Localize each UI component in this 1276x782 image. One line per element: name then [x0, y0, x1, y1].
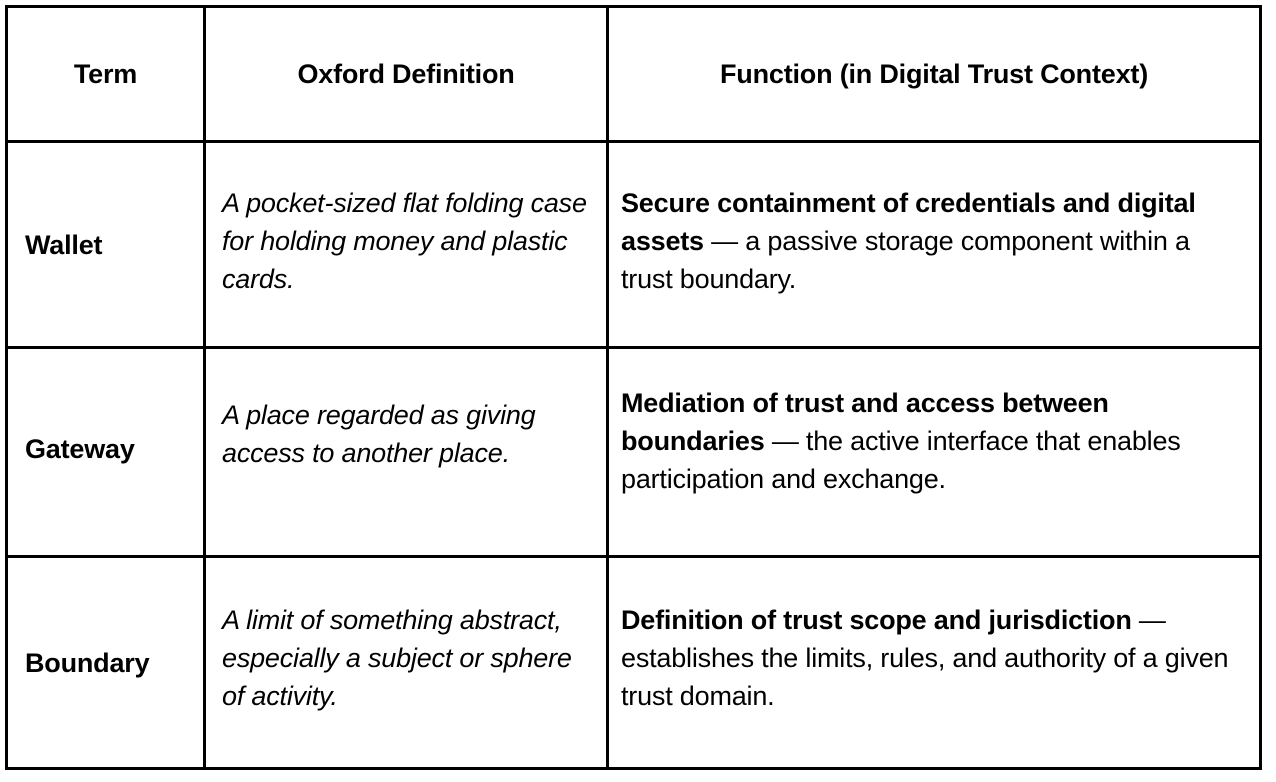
function-lead-wallet: Secure containment of credentials and di…	[621, 187, 1196, 256]
table-row-wallet: Wallet A pocket-sized flat folding case …	[5, 140, 1262, 349]
cell-term-wallet: Wallet	[5, 140, 206, 349]
term-label-gateway: Gateway	[25, 434, 135, 464]
cell-term-boundary: Boundary	[5, 555, 206, 770]
function-gateway: Mediation of trust and access between bo…	[621, 384, 1243, 498]
cell-term-gateway: Gateway	[5, 346, 206, 558]
cell-oxford-definition-gateway: A place regarded as giving access to ano…	[203, 346, 609, 558]
oxford-definition-boundary: A limit of something abstract, especiall…	[222, 604, 572, 711]
cell-function-gateway: Mediation of trust and access between bo…	[606, 346, 1262, 558]
function-wallet: Secure containment of credentials and di…	[621, 184, 1243, 298]
table-body: Wallet A pocket-sized flat folding case …	[5, 140, 1262, 770]
digital-trust-glossary-table: Term Oxford Definition Function (in Digi…	[5, 5, 1262, 770]
term-label-boundary: Boundary	[25, 647, 150, 678]
oxford-definition-gateway: A place regarded as giving access to ano…	[222, 400, 536, 468]
function-rest-boundary: — establishes the limits, rules, and aut…	[621, 604, 1229, 711]
function-boundary: Definition of trust scope and jurisdicti…	[621, 601, 1243, 715]
function-lead-boundary: Definition of trust scope and jurisdicti…	[621, 604, 1132, 635]
column-header-function: Function (in Digital Trust Context)	[606, 5, 1262, 143]
cell-function-wallet: Secure containment of credentials and di…	[606, 140, 1262, 349]
oxford-definition-wallet: A pocket-sized flat folding case for hol…	[222, 187, 587, 294]
table-row-gateway: Gateway A place regarded as giving acces…	[5, 346, 1262, 558]
function-rest-gateway: — the active interface that enables part…	[621, 426, 1181, 494]
cell-oxford-definition-wallet: A pocket-sized flat folding case for hol…	[203, 140, 609, 349]
cell-oxford-definition-boundary: A limit of something abstract, especiall…	[203, 555, 609, 770]
table-header-row: Term Oxford Definition Function (in Digi…	[5, 5, 1262, 143]
function-lead-gateway: Mediation of trust and access between bo…	[621, 388, 1109, 456]
column-header-oxford-definition: Oxford Definition	[203, 5, 609, 143]
term-label-wallet: Wallet	[25, 229, 103, 260]
column-header-term: Term	[5, 5, 206, 143]
table-row-boundary: Boundary A limit of something abstract, …	[5, 555, 1262, 770]
function-rest-wallet: — a passive storage component within a t…	[621, 225, 1190, 294]
table-header: Term Oxford Definition Function (in Digi…	[5, 5, 1262, 143]
cell-function-boundary: Definition of trust scope and jurisdicti…	[606, 555, 1262, 770]
